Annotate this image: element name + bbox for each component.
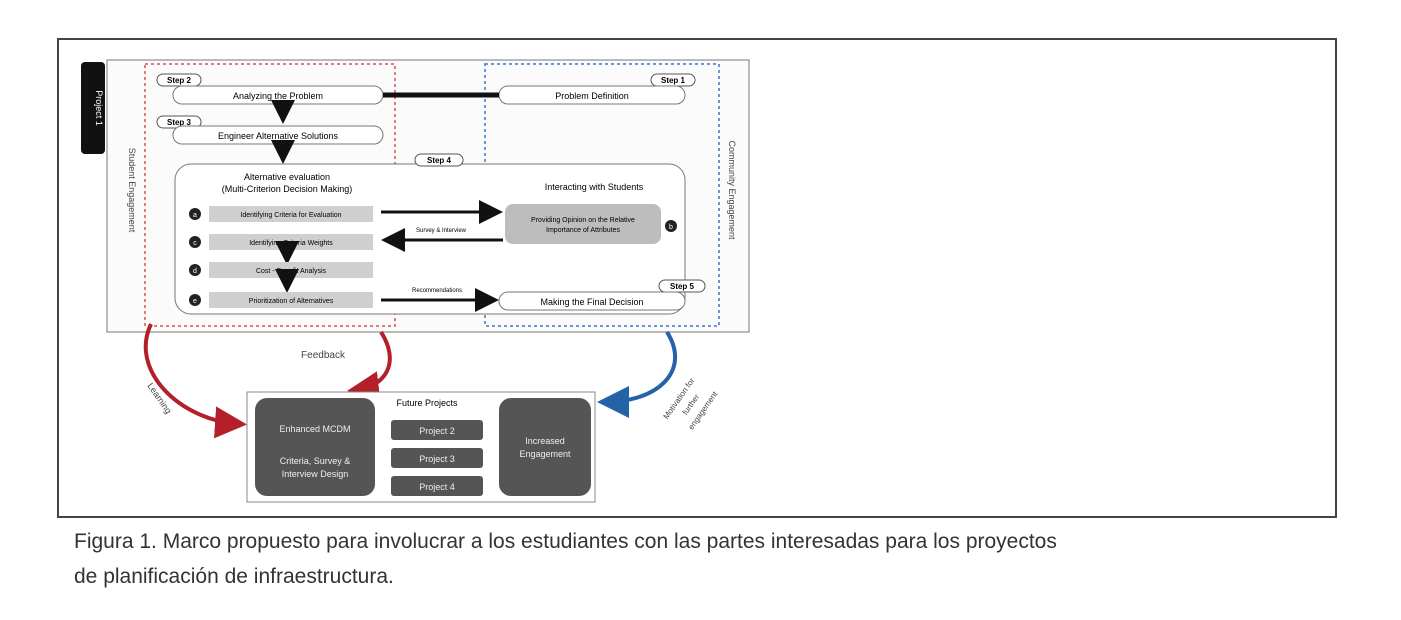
svg-text:c: c [193, 240, 197, 247]
opinion-line-2: Importance of Attributes [546, 227, 620, 234]
survey-interview-label: Survey & Interview [416, 228, 467, 234]
svg-text:e: e [193, 298, 197, 305]
project3-label: Project 3 [419, 454, 455, 464]
enhanced-line-3: Interview Design [282, 469, 349, 479]
feedback-label: Feedback [301, 350, 346, 361]
feedback-arrow [347, 330, 392, 404]
step2-tag-label: Step 2 [167, 76, 192, 85]
project2-label: Project 2 [419, 426, 455, 436]
project4-label: Project 4 [419, 482, 455, 492]
alt-eval-item-a: a Identifying Criteria for Evaluation [189, 206, 373, 222]
caption-line-2: de planificación de infraestructura. [74, 565, 394, 588]
learning-arrow [143, 323, 247, 439]
future-title: Future Projects [396, 398, 458, 408]
svg-text:d: d [193, 268, 197, 275]
step3-label: Engineer Alternative Solutions [218, 131, 339, 141]
svg-text:Cost - Benefit Analysis: Cost - Benefit Analysis [256, 268, 327, 275]
increased-line-1: Increased [525, 436, 565, 446]
step5-box [498, 291, 686, 311]
opinion-line-1: Providing Opinion on the Relative [531, 217, 635, 224]
project4-box [391, 476, 483, 496]
opinion-num [665, 220, 677, 232]
alt-eval-title-1: Alternative evaluation [244, 172, 330, 182]
step5-label: Making the Final Decision [540, 297, 643, 307]
alt-eval-item-e: e Prioritization of Alternatives [189, 292, 373, 308]
step3-tag-label: Step 3 [167, 118, 192, 127]
alt-eval-item-d: d Cost - Benefit Analysis [189, 262, 373, 278]
figure-caption: Figura 1. Marco propuesto para involucra… [74, 524, 1374, 594]
caption-line-1: Figura 1. Marco propuesto para involucra… [74, 530, 1057, 553]
opinion-num-label: b [669, 224, 673, 231]
step1-label: Problem Definition [555, 91, 629, 101]
alt-eval-title-2: (Multi-Criterion Decision Making) [222, 184, 353, 194]
community-engagement-label: Community Engagement [727, 140, 737, 240]
project1-tab [81, 62, 105, 154]
step2-label: Analyzing the Problem [233, 91, 323, 101]
project3-box [391, 448, 483, 468]
step5-tag [658, 279, 706, 293]
recommendations-label: Recommendations [412, 288, 462, 294]
svg-text:Prioritization of Alternatives: Prioritization of Alternatives [249, 298, 334, 305]
step4-tag [414, 153, 464, 167]
student-engagement-label: Student Engagement [127, 148, 137, 233]
step1-tag-label: Step 1 [661, 76, 686, 85]
step5-tag-label: Step 5 [670, 282, 695, 291]
svg-text:Identifying Criteria for Evalu: Identifying Criteria for Evaluation [240, 212, 341, 219]
step4-tag-label: Step 4 [427, 156, 452, 165]
increased-line-2: Engagement [519, 449, 571, 459]
opinion-box [505, 204, 661, 244]
project2-box [391, 420, 483, 440]
svg-text:a: a [193, 212, 197, 219]
project1-tab-label: Project 1 [94, 90, 104, 126]
increased-engagement-box [499, 398, 591, 496]
enhanced-line-2: Criteria, Survey & [280, 456, 351, 466]
interacting-title: Interacting with Students [545, 182, 644, 192]
enhanced-line-1: Enhanced MCDM [279, 424, 350, 434]
svg-text:Identifying Criteria Weights: Identifying Criteria Weights [249, 240, 333, 247]
motivation-arrow [597, 330, 678, 418]
figure-frame: Project 1 Student Engagement Community E… [57, 38, 1337, 518]
enhanced-mcdm-box [255, 398, 375, 496]
alt-eval-item-c: c Identifying Criteria Weights [189, 234, 373, 250]
framework-diagram: Project 1 Student Engagement Community E… [81, 59, 750, 503]
